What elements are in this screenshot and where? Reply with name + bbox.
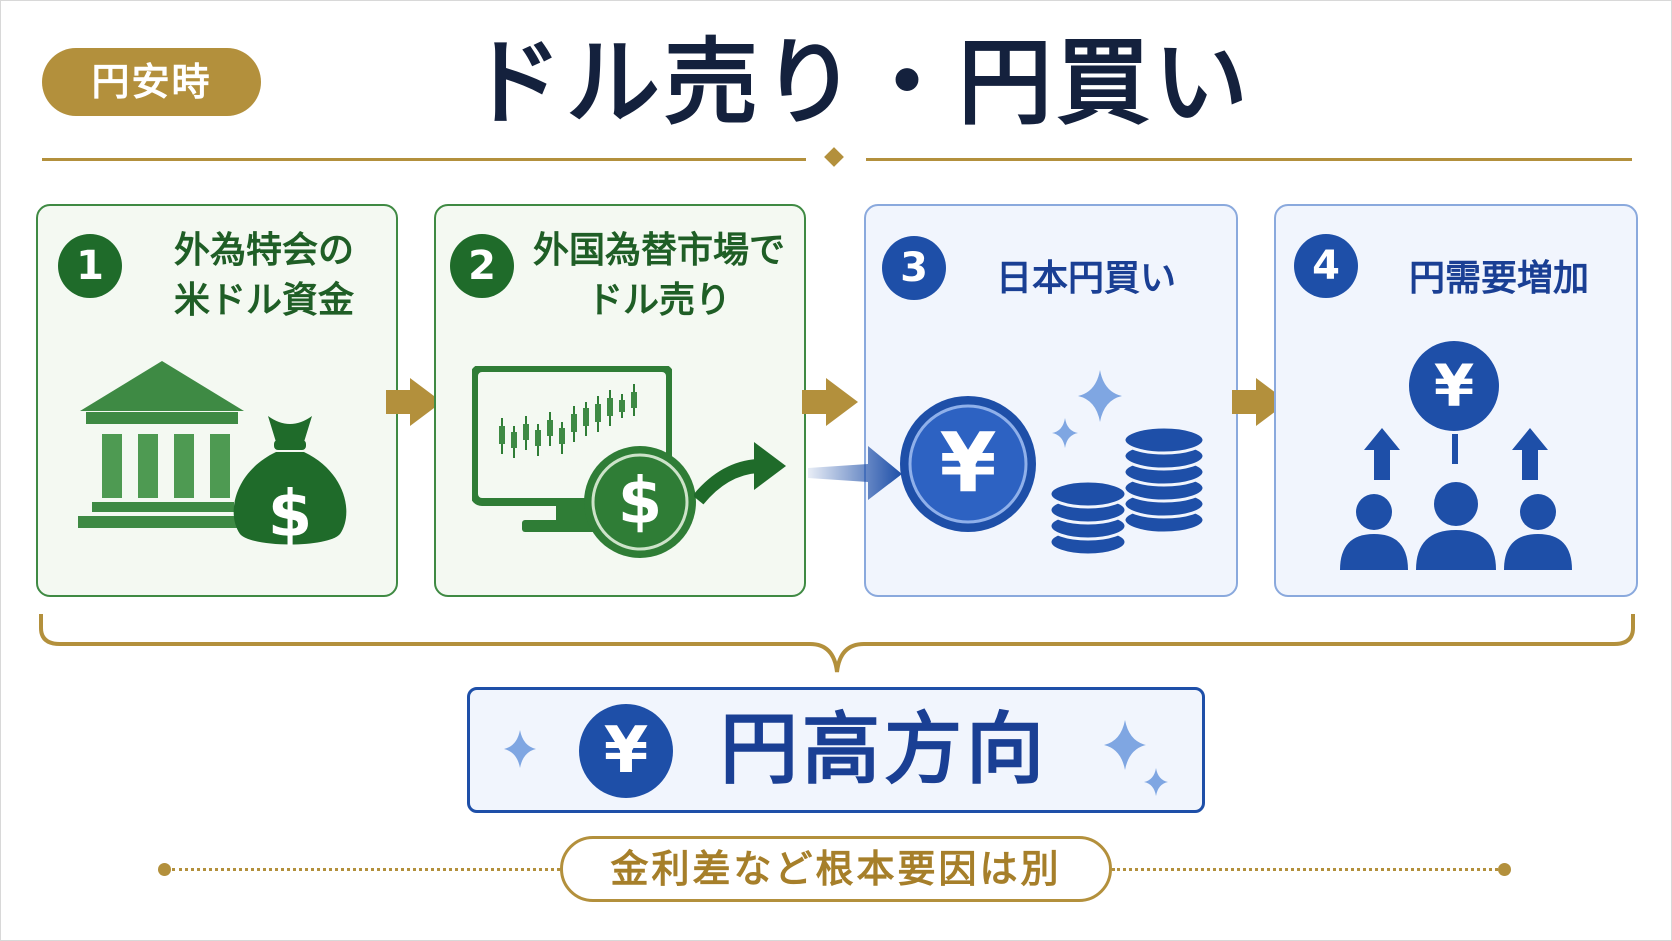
caveat-note: 金利差など根本要因は別	[560, 836, 1112, 902]
result-label: 円高方向	[720, 705, 1049, 795]
result-sparkle-right-large-icon	[1104, 720, 1146, 770]
page-title: ドル売り・円買い	[467, 29, 1252, 138]
step-label-1: 外為特会の 米ドル資金	[173, 230, 354, 321]
note-dot-right-icon	[1498, 863, 1511, 876]
step-arrow-3-4	[1232, 378, 1288, 426]
step-arrow-1-2	[386, 378, 442, 426]
step-card-4: 4 円需要増加 ¥	[1274, 204, 1638, 597]
note-line-right	[1112, 868, 1498, 871]
large-sparkle-icon	[1078, 370, 1122, 422]
dollar-coin-icon	[584, 446, 696, 558]
step-card-3: 3 日本円買い ¥	[864, 204, 1238, 597]
coin-stacks-icon	[1048, 425, 1206, 557]
bank-icon	[78, 361, 246, 528]
small-sparkle-icon	[1052, 418, 1078, 448]
step-number-3: 3	[882, 236, 946, 300]
result-yen-symbol: ¥	[603, 714, 649, 788]
trading-monitor-icon	[472, 366, 672, 532]
condition-badge: 円安時	[42, 48, 261, 116]
people-demand-icon	[1340, 428, 1572, 570]
yen-coin-icon	[900, 396, 1036, 532]
result-sparkle-left-icon	[504, 730, 536, 768]
step-card-2: 2 外国為替市場で ドル売り $	[434, 204, 806, 597]
step-number-1: 1	[58, 234, 122, 298]
note-dot-left-icon	[158, 863, 171, 876]
yen-circle-symbol: ¥	[1433, 352, 1475, 420]
yen-coin-symbol: ¥	[939, 416, 997, 511]
money-bag-dollar-symbol: $	[267, 478, 313, 552]
grouping-bracket	[39, 614, 1635, 673]
result-sparkle-right-small-icon	[1144, 768, 1168, 796]
step-label-3: 日本円買い	[995, 258, 1176, 299]
dollar-coin-symbol: $	[617, 465, 663, 539]
curved-arrow-icon	[694, 442, 786, 505]
yen-circle-icon	[1409, 341, 1499, 431]
note-line-left	[172, 868, 560, 871]
blue-flow-arrow-icon	[808, 446, 902, 500]
step-arrow-2-3	[802, 378, 858, 426]
step-number-4: 4	[1294, 234, 1358, 298]
step-label-4: 円需要増加	[1408, 258, 1589, 299]
result-box: ¥ 円高方向	[467, 687, 1205, 813]
step-number-2: 2	[450, 234, 514, 298]
money-bag-icon	[233, 416, 347, 545]
step-card-1: 1 外為特会の 米ドル資金 $	[36, 204, 398, 597]
result-yen-circle-icon	[579, 704, 673, 798]
step-label-2: 外国為替市場で ドル売り	[532, 230, 785, 321]
